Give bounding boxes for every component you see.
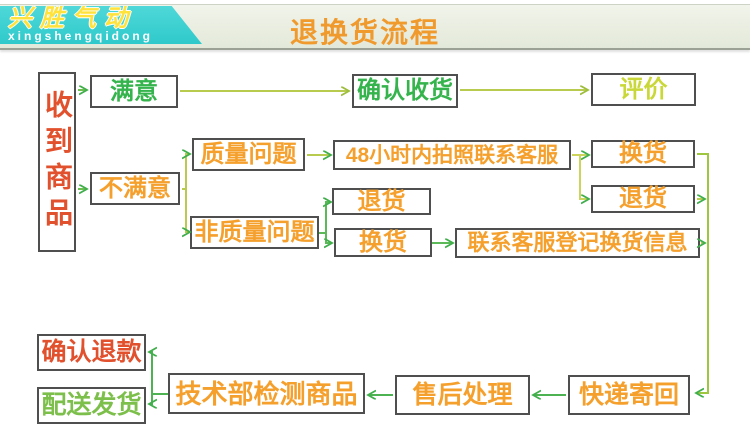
node-non-quality-issue: 非质量问题 [190, 216, 319, 249]
node-dispatch-goods: 配送发货 [37, 387, 146, 424]
connector-collector-courier [697, 153, 709, 393]
connector-tech-dispatch [150, 394, 152, 404]
connector-tech-refund [150, 352, 168, 395]
node-return-top: 退货 [591, 185, 695, 213]
connector-unsatisfied-nonquality [186, 189, 189, 232]
node-exchange-top: 换货 [591, 140, 695, 168]
node-photo-48h: 48小时内拍照联系客服 [333, 140, 571, 170]
logo-chinese-text: 兴胜气动 [8, 4, 136, 32]
connector-photo48-return [579, 155, 588, 199]
company-logo: 兴胜气动 xingshengqidong [0, 6, 202, 44]
node-evaluate: 评价 [591, 73, 696, 106]
node-unsatisfied: 不满意 [90, 172, 180, 205]
node-exchange-mid: 换货 [334, 228, 432, 257]
connector-unsatisfied-quality [182, 154, 189, 190]
node-return-mid: 退货 [332, 188, 431, 215]
node-contact-cs: 联系客服登记换货信息 [455, 228, 700, 258]
node-receive-goods: 收到商品 [38, 72, 76, 252]
node-satisfied: 满意 [90, 75, 178, 108]
node-courier-return: 快递寄回 [568, 375, 690, 415]
node-confirm-refund: 确认退款 [37, 334, 146, 371]
logo-pinyin-text: xingshengqidong [8, 28, 153, 43]
node-confirm-receipt: 确认收货 [352, 74, 458, 108]
connector-nonquality-return [319, 202, 330, 234]
node-quality-issue: 质量问题 [192, 138, 305, 171]
connector-nonquality-exchange [326, 233, 331, 243]
node-after-sale: 售后处理 [395, 375, 530, 415]
page-title: 退换货流程 [290, 17, 441, 48]
node-tech-inspect: 技术部检测商品 [168, 373, 365, 414]
